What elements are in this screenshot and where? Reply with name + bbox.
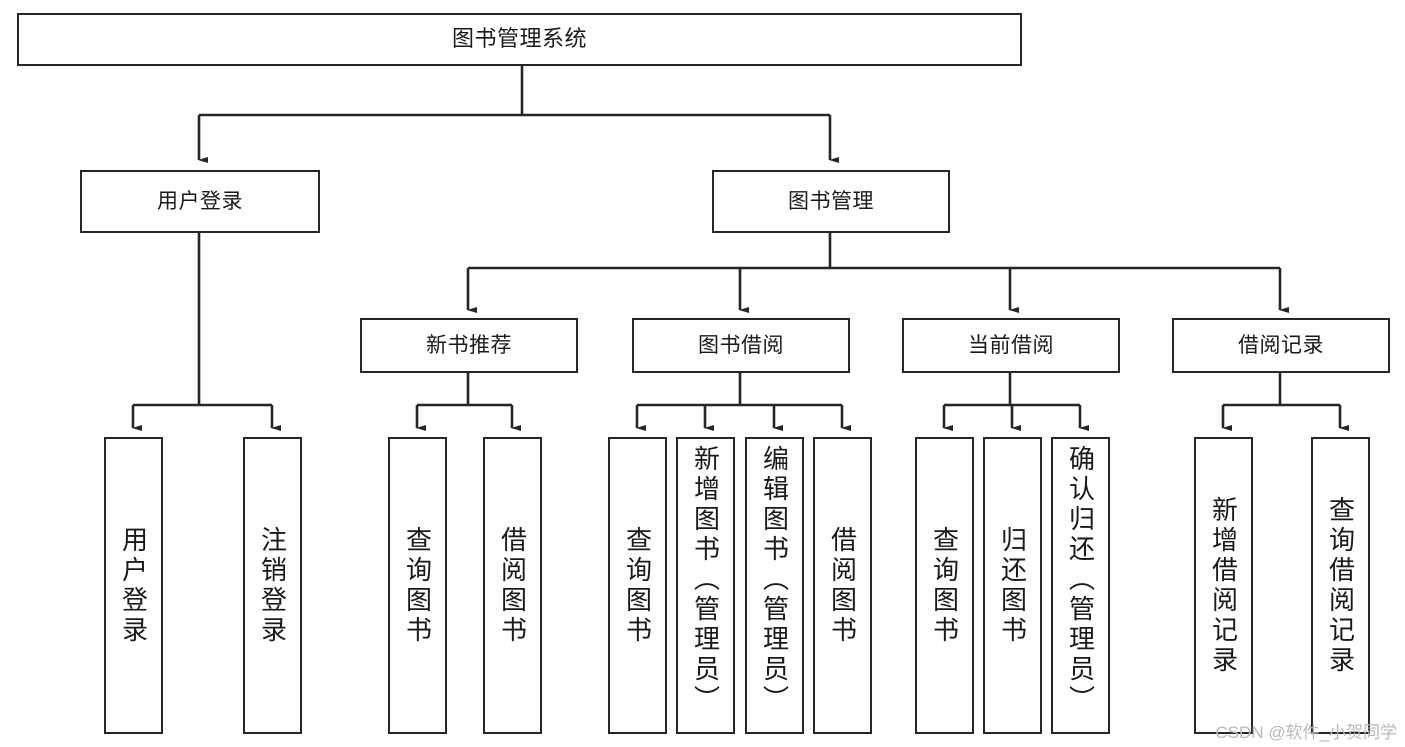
leaf-confirm-return[interactable]: 确认归还（管理员） [1051,437,1110,734]
leaf-query-book-1-label: 查询图书 [402,525,433,646]
leaf-borrow-book-2-label: 借阅图书 [827,525,858,646]
node-book-borrow-label: 图书借阅 [698,333,784,357]
node-current-borrow[interactable]: 当前借阅 [902,318,1120,373]
leaf-logout-label: 注销登录 [257,525,288,646]
leaf-user-login[interactable]: 用户登录 [104,437,163,734]
node-new-book-recommend-label: 新书推荐 [426,333,512,357]
leaf-query-book-1[interactable]: 查询图书 [388,437,447,734]
leaf-user-login-label: 用户登录 [118,525,149,646]
leaf-return-book[interactable]: 归还图书 [983,437,1042,734]
leaf-add-book-label: 新增图书（管理员） [690,445,721,715]
node-user-login[interactable]: 用户登录 [80,170,320,233]
leaf-add-record[interactable]: 新增借阅记录 [1194,437,1253,734]
node-current-borrow-label: 当前借阅 [968,333,1054,357]
leaf-borrow-book-1-label: 借阅图书 [497,525,528,646]
node-borrow-record-label: 借阅记录 [1238,333,1324,357]
leaf-edit-book[interactable]: 编辑图书（管理员） [745,437,804,734]
leaf-add-book[interactable]: 新增图书（管理员） [676,437,735,734]
node-new-book-recommend[interactable]: 新书推荐 [360,318,578,373]
leaf-confirm-return-label: 确认归还（管理员） [1065,445,1096,715]
leaf-return-book-label: 归还图书 [997,525,1028,646]
leaf-query-record[interactable]: 查询借阅记录 [1311,437,1370,734]
leaf-edit-book-label: 编辑图书（管理员） [759,445,790,715]
node-user-login-label: 用户登录 [157,189,243,213]
leaf-query-book-2-label: 查询图书 [622,525,653,646]
leaf-query-book-3[interactable]: 查询图书 [915,437,974,734]
leaf-query-book-2[interactable]: 查询图书 [608,437,667,734]
leaf-borrow-book-1[interactable]: 借阅图书 [483,437,542,734]
node-book-borrow[interactable]: 图书借阅 [632,318,850,373]
leaf-logout[interactable]: 注销登录 [243,437,302,734]
leaf-query-book-3-label: 查询图书 [929,525,960,646]
node-root-label: 图书管理系统 [451,26,587,52]
leaf-add-record-label: 新增借阅记录 [1208,495,1239,676]
csdn-watermark: CSDN @软件_小贺同学 [1215,723,1397,742]
node-borrow-record[interactable]: 借阅记录 [1172,318,1390,373]
node-root-book-management-system[interactable]: 图书管理系统 [17,13,1022,66]
leaf-borrow-book-2[interactable]: 借阅图书 [813,437,872,734]
node-book-manage[interactable]: 图书管理 [712,170,950,233]
node-book-manage-label: 图书管理 [788,189,874,213]
leaf-query-record-label: 查询借阅记录 [1325,495,1356,676]
